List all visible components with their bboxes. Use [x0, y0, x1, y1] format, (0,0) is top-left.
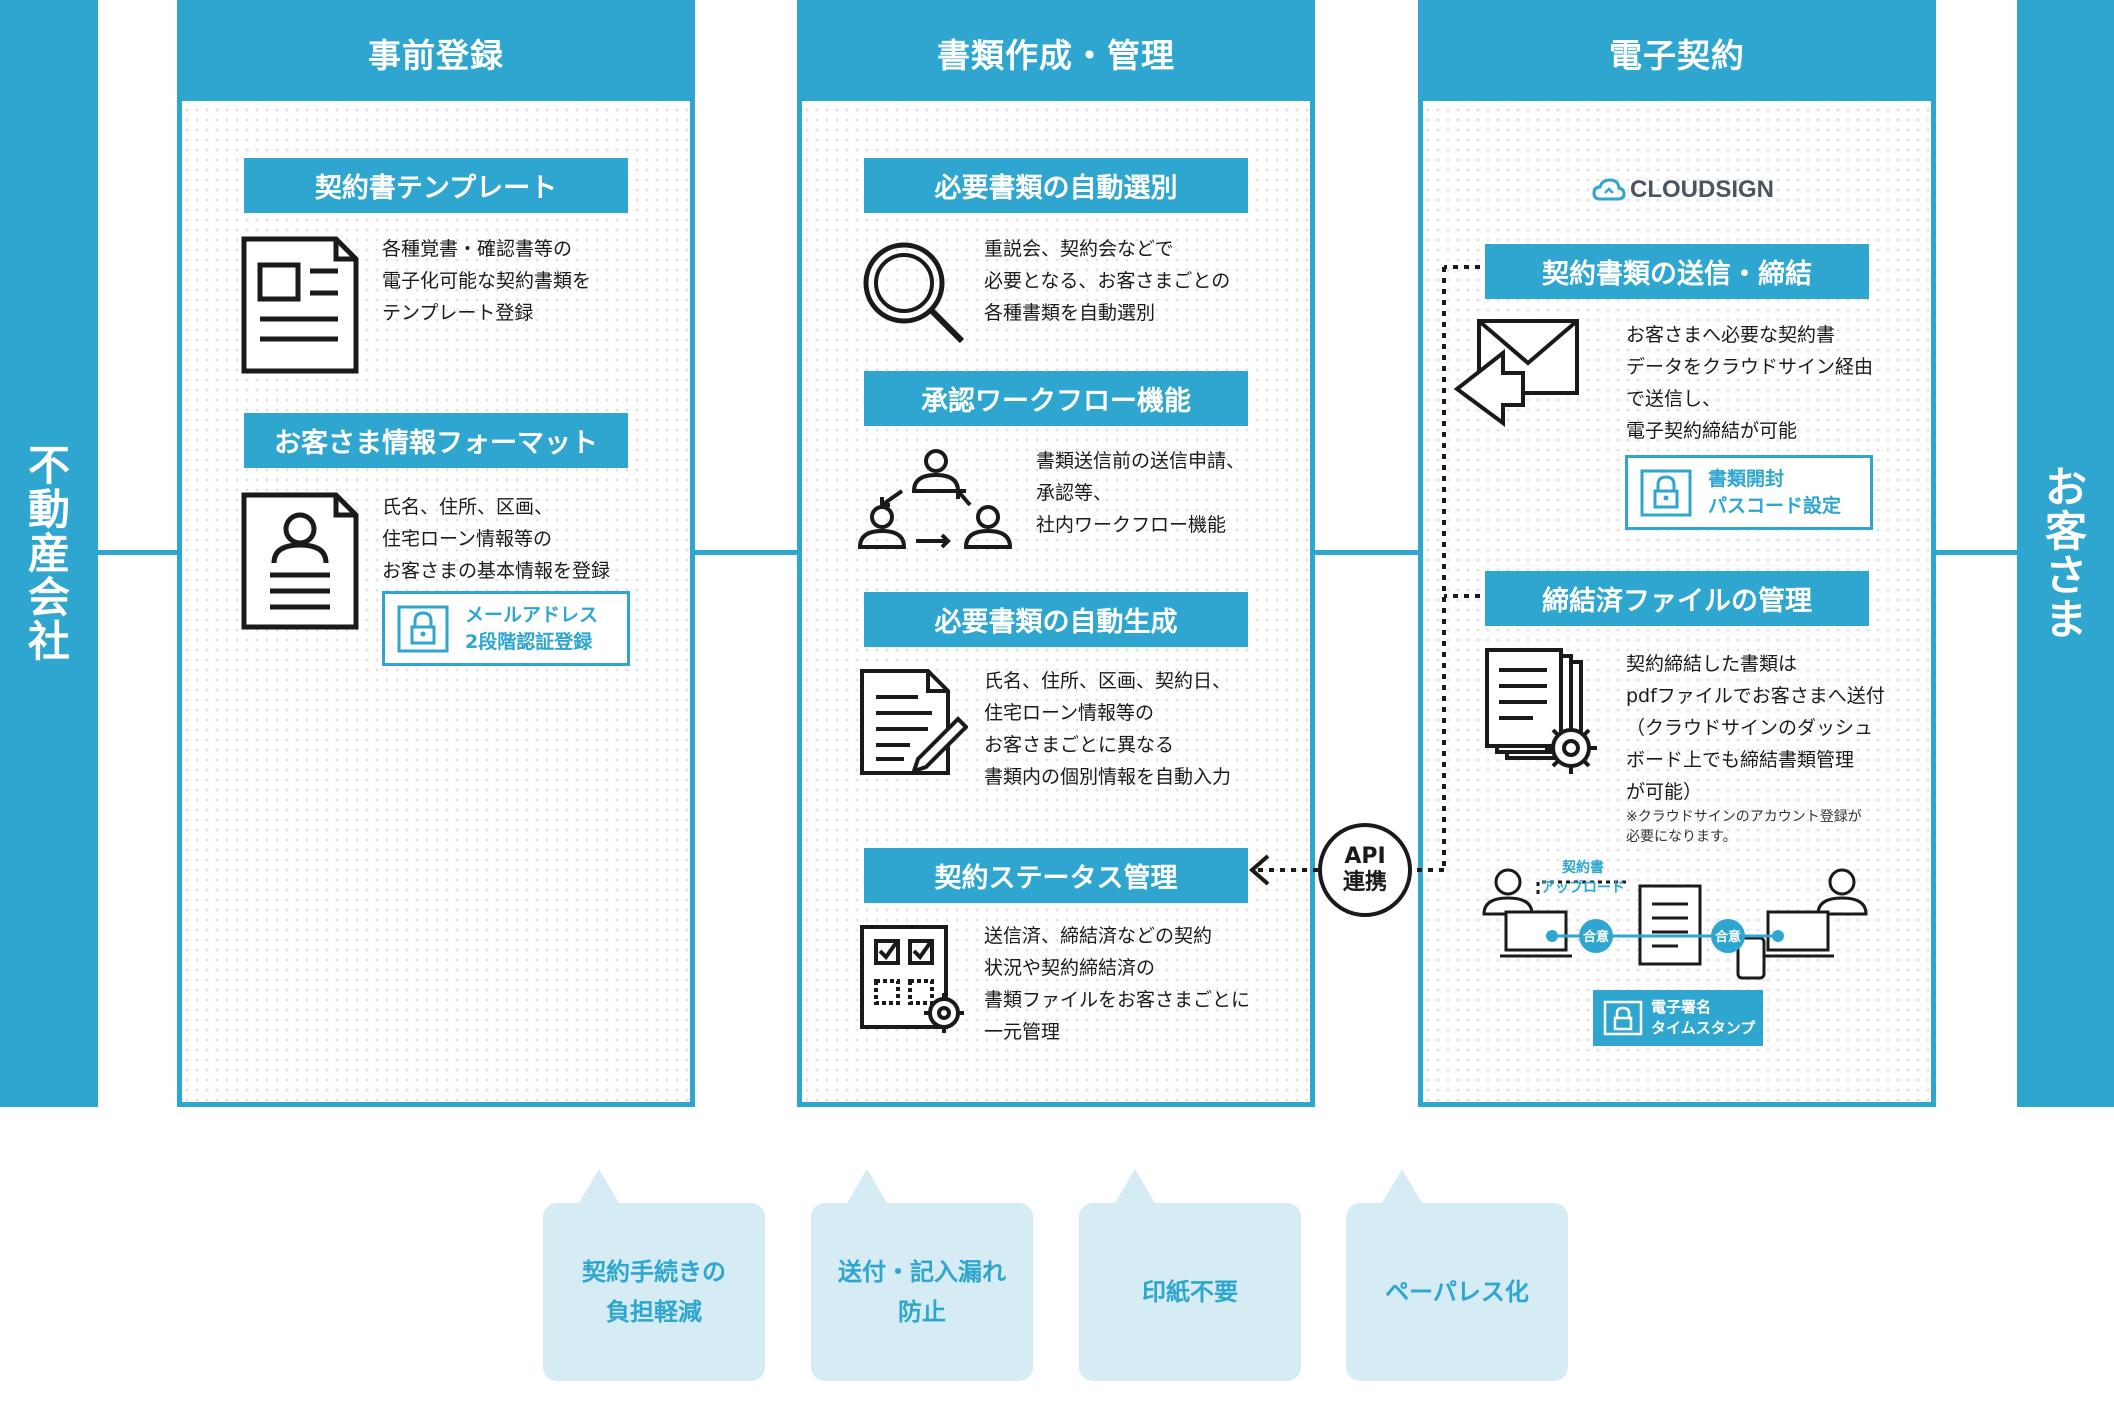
column-e-contract: 電子契約 CLOUDSIGN 契約書類の送信・締結 お客さまへ必要な契約書 デー… — [1418, 0, 1936, 1107]
feature-note-account: ※クラウドサインのアカウント登録が 必要になります。 — [1626, 809, 1862, 845]
feature-desc-send-sign: お客さまへ必要な契約書 データをクラウドサイン経由 で送信し、 電子契約締結が可… — [1626, 324, 1874, 442]
benefit-label: 契約手続きの 負担軽減 — [582, 1258, 726, 1326]
agree-label-right: 合意 — [1714, 930, 1741, 945]
e-signature-badge: 電子署名 タイムスタンプ — [1593, 990, 1763, 1046]
party-label-customer: お客さま — [2044, 462, 2087, 644]
column-pre-registration: 事前登録 契約書テンプレート 各種覚書・確認書等の 電子化可能な契約書類を テン… — [177, 0, 695, 1107]
feature-desc-customer-format: 氏名、住所、区画、 住宅ローン情報等の お客さまの基本情報を登録 — [382, 496, 611, 582]
security-badge-label: 書類開封 パスコード設定 — [1708, 467, 1842, 517]
benefit-label: 送付・記入漏れ 防止 — [838, 1258, 1006, 1326]
document-template-icon — [241, 236, 359, 374]
party-label-real-estate: 不動産会社 — [27, 440, 70, 666]
feature-label-customer-format: お客さま情報フォーマット — [244, 413, 628, 468]
cloudsign-logo-text: CLOUDSIGN — [1630, 176, 1774, 203]
benefit-label: ペーパレス化 — [1385, 1278, 1529, 1306]
benefit-bubble: 契約手続きの 負担軽減 — [543, 1169, 765, 1381]
cloudsign-logo: CLOUDSIGN — [1583, 170, 1783, 210]
files-settings-icon — [1485, 648, 1597, 774]
security-badge-2fa: メールアドレス 2段階認証登録 — [382, 591, 630, 666]
feature-desc-approval-workflow: 書類送信前の送信申請、 承認等、 社内ワークフロー機能 — [1036, 450, 1246, 536]
feature-desc-auto-generate: 氏名、住所、区画、契約日、 住宅ローン情報等の お客さまごとに異なる 書類内の個… — [984, 670, 1232, 788]
upload-label: 契約書 アップロード — [1541, 860, 1625, 896]
feature-label-approval-workflow: 承認ワークフロー機能 — [864, 371, 1248, 426]
lock-icon — [1603, 1000, 1643, 1036]
connector-line — [695, 550, 797, 555]
mail-send-icon — [1453, 319, 1579, 427]
security-badge-label: メールアドレス 2段階認証登録 — [465, 603, 599, 653]
party-bar-real-estate: 不動産会社 — [0, 0, 98, 1107]
benefit-bubble: 印紙不要 — [1079, 1169, 1301, 1381]
document-edit-icon — [860, 669, 968, 775]
feature-label-auto-generate: 必要書類の自動生成 — [864, 592, 1248, 647]
column-title: 事前登録 — [182, 5, 690, 101]
security-badge-passcode: 書類開封 パスコード設定 — [1625, 455, 1873, 530]
column-document-management: 書類作成・管理 必要書類の自動選別 重説会、契約会などで 必要となる、お客さまご… — [797, 0, 1315, 1107]
signing-flow-illustration — [1482, 868, 1868, 980]
connector-line — [1936, 550, 2017, 555]
feature-desc-contract-template: 各種覚書・確認書等の 電子化可能な契約書類を テンプレート登録 — [382, 238, 592, 324]
cloud-icon — [1592, 178, 1626, 201]
feature-desc-auto-select: 重説会、契約会などで 必要となる、お客さまごとの 各種書類を自動選別 — [984, 238, 1231, 324]
lock-icon — [397, 605, 449, 652]
e-signature-label: 電子署名 タイムスタンプ — [1651, 998, 1756, 1037]
feature-desc-signed-files: 契約締結した書類は pdfファイルでお客さまへ送付 （クラウドサインのダッシュ … — [1626, 653, 1885, 803]
feature-desc-status-management: 送信済、締結済などの契約 状況や契約締結済の 書類ファイルをお客さまごとに 一元… — [984, 925, 1251, 1043]
feature-label-contract-template: 契約書テンプレート — [244, 158, 628, 213]
api-integration-label: API 連携 — [1342, 844, 1387, 895]
checklist-settings-icon — [860, 925, 964, 1033]
workflow-people-icon — [858, 449, 1013, 549]
lock-icon — [1640, 469, 1692, 516]
column-title: 書類作成・管理 — [802, 5, 1310, 101]
feature-label-auto-select: 必要書類の自動選別 — [864, 158, 1248, 213]
magnifier-icon — [863, 242, 965, 344]
benefit-label: 印紙不要 — [1142, 1278, 1238, 1306]
feature-label-status-management: 契約ステータス管理 — [864, 848, 1248, 903]
connector-line — [1315, 550, 1418, 555]
api-integration-badge: API 連携 — [1318, 823, 1412, 917]
party-bar-customer: お客さま — [2017, 0, 2114, 1107]
benefit-bubble: ペーパレス化 — [1346, 1169, 1568, 1381]
benefit-bubble: 送付・記入漏れ 防止 — [811, 1169, 1033, 1381]
feature-label-signed-files: 締結済ファイルの管理 — [1485, 571, 1869, 626]
agree-label-left: 合意 — [1582, 930, 1609, 945]
connector-line — [98, 550, 177, 555]
customer-profile-document-icon — [241, 492, 359, 630]
column-title: 電子契約 — [1423, 5, 1931, 101]
feature-label-send-sign: 契約書類の送信・締結 — [1485, 244, 1869, 299]
